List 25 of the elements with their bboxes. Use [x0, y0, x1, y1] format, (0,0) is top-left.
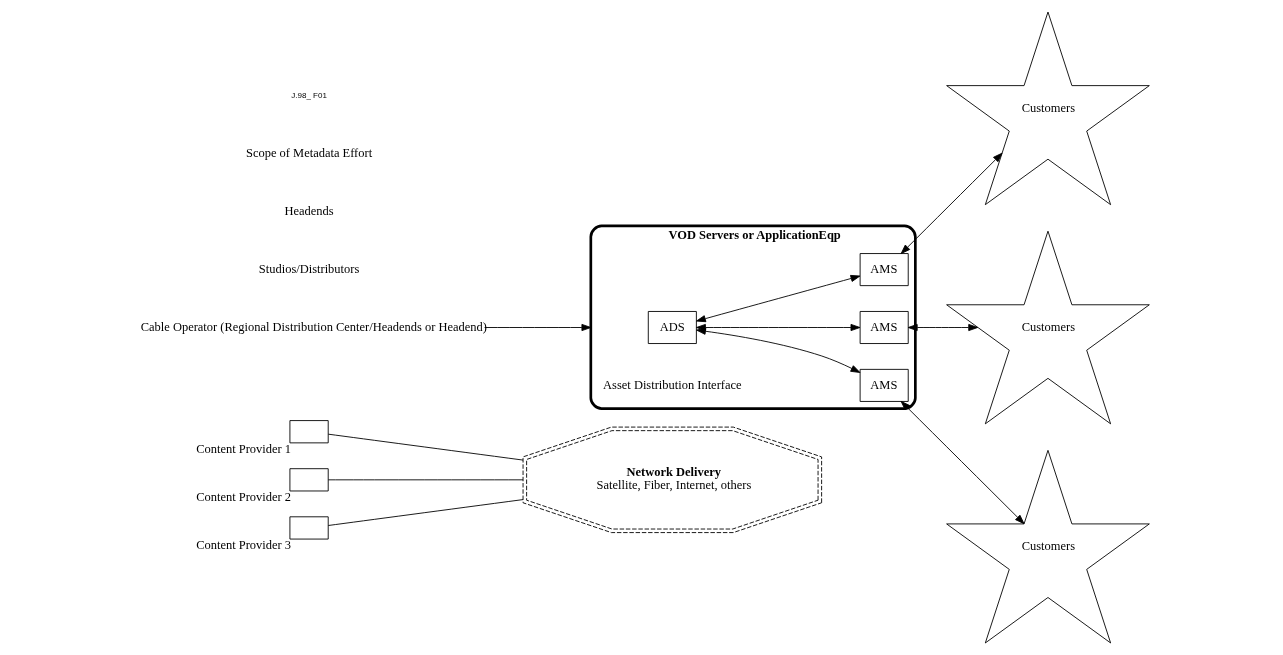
node-label: Content Provider 1: [196, 441, 292, 456]
label: Scope of Metadata Effort: [245, 146, 373, 161]
node-text: Cable Operator (Regional Distribution Center/Headends or Headend): [140, 319, 487, 334]
arrow: [484, 323, 592, 332]
label: J.98_ F01: [291, 90, 327, 100]
label: Headends: [284, 203, 334, 218]
arrow: [696, 327, 861, 373]
node-box: AMS: [859, 368, 909, 402]
connector: [327, 433, 524, 461]
node-box: AMS: [859, 311, 909, 344]
node-label: Content Provider 2: [196, 489, 292, 504]
node-label: Content Provider 3: [196, 538, 292, 553]
label: Studios/Distributors: [258, 261, 360, 276]
node-box: AMS: [859, 253, 909, 287]
arrow: [696, 274, 861, 323]
node-box: ADS: [647, 311, 697, 344]
label: Asset Distribution Interface: [603, 377, 742, 392]
arrow: [900, 401, 1025, 525]
node-box: [289, 468, 329, 492]
node-box: [289, 516, 329, 540]
connector: [327, 479, 524, 481]
arrow: [900, 152, 1003, 254]
connector: [327, 499, 524, 526]
node-box: [289, 420, 329, 444]
arrow: [907, 323, 979, 332]
